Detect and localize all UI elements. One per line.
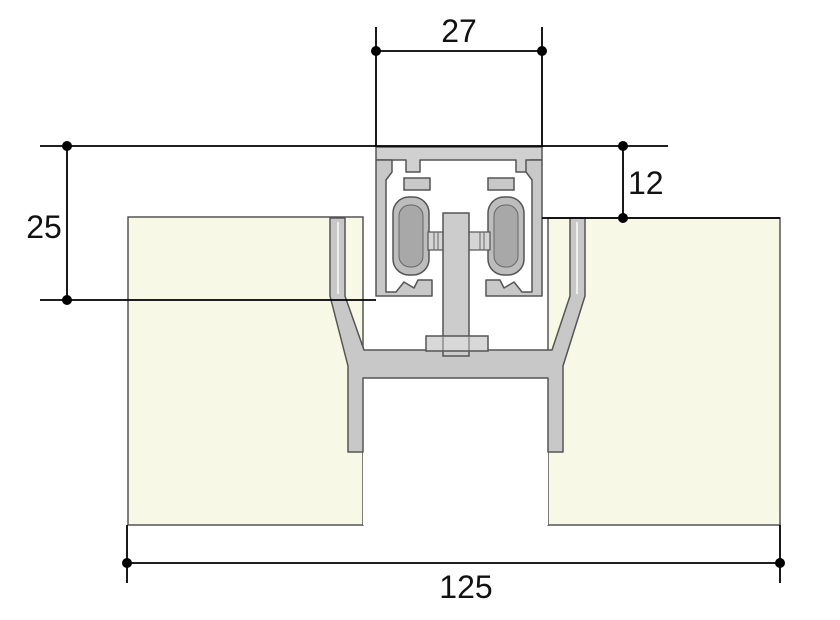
dot-125-right bbox=[775, 558, 785, 568]
wall-panels bbox=[127, 216, 781, 526]
right-roller-inner bbox=[493, 204, 519, 268]
dot-25-top bbox=[62, 141, 72, 151]
dot-25-bottom bbox=[62, 295, 72, 305]
dim-label-12: 12 bbox=[628, 165, 664, 201]
rail-right-lip bbox=[487, 177, 515, 191]
roller-carriage bbox=[392, 196, 525, 357]
right-wall-panel bbox=[547, 217, 781, 526]
dim-label-25: 25 bbox=[26, 209, 62, 245]
rail-top-flange bbox=[375, 146, 543, 173]
center-gap bbox=[363, 376, 548, 525]
dot-27-left bbox=[371, 46, 381, 56]
left-roller-inner bbox=[398, 204, 424, 268]
track-rail bbox=[375, 146, 543, 297]
outer-channel bbox=[329, 217, 586, 453]
dot-12-top bbox=[618, 141, 628, 151]
hanger-bolt bbox=[442, 212, 470, 357]
dimension-dots bbox=[62, 46, 785, 568]
dim-label-125: 125 bbox=[439, 569, 492, 605]
dot-125-left bbox=[122, 558, 132, 568]
dim-label-27: 27 bbox=[441, 13, 477, 49]
rail-right-wall bbox=[485, 159, 543, 297]
rail-left-lip bbox=[403, 177, 431, 191]
hanger-nut bbox=[425, 335, 489, 352]
dot-27-right bbox=[537, 46, 547, 56]
dot-12-bottom bbox=[618, 213, 628, 223]
left-wall-panel bbox=[127, 216, 364, 526]
outer-channel-body bbox=[329, 217, 586, 453]
dimension-lines bbox=[40, 27, 781, 583]
rail-left-wall bbox=[375, 159, 433, 297]
